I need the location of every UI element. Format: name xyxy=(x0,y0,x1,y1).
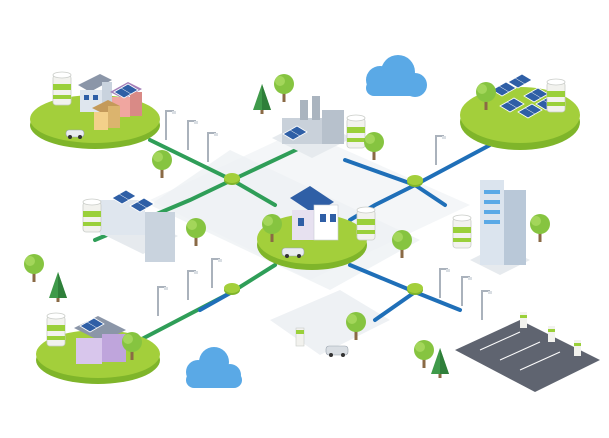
tree-icon xyxy=(49,272,67,302)
tree-icon xyxy=(431,348,449,378)
tree-icon xyxy=(414,340,434,368)
cloud-icon xyxy=(366,55,427,97)
battery-icon xyxy=(52,71,72,106)
battery-icon xyxy=(452,214,472,249)
street-lamp-icon xyxy=(435,135,446,165)
tree-icon xyxy=(152,150,172,178)
battery-icon xyxy=(356,206,376,241)
car-icon xyxy=(65,129,85,139)
shop-building-left xyxy=(82,189,206,262)
street-lamp-icon xyxy=(439,268,450,298)
factory-icon xyxy=(272,74,384,160)
grid-junctions xyxy=(224,173,423,295)
office-building-icon xyxy=(452,180,550,275)
tree-icon xyxy=(274,74,294,102)
street-lamp-icon xyxy=(187,270,198,300)
cloud-icon xyxy=(186,347,242,388)
solar-farm-island xyxy=(460,73,580,150)
tree-icon xyxy=(530,214,550,242)
car-icon xyxy=(281,247,305,258)
house-icon xyxy=(74,316,126,364)
ev-charger-icon xyxy=(520,312,581,356)
battery-icon xyxy=(82,198,102,233)
battery-icon xyxy=(546,78,566,113)
residential-houses-island xyxy=(30,71,160,149)
house-icon xyxy=(290,186,339,241)
street-lamp-icon xyxy=(187,120,198,150)
battery-icon xyxy=(346,114,366,149)
street-lamp-icon xyxy=(165,110,176,140)
battery-icon xyxy=(46,312,66,347)
tree-icon xyxy=(364,132,384,160)
street-lamp-icon xyxy=(481,290,492,320)
ev-parking-lot xyxy=(455,312,600,392)
tree-icon xyxy=(186,218,206,246)
tree-icon xyxy=(24,254,44,282)
street-lamp-icon xyxy=(207,132,218,162)
street-lamp-icon xyxy=(157,286,168,316)
car-icon xyxy=(325,345,349,357)
house-icon xyxy=(92,100,120,130)
central-smart-home-island xyxy=(257,186,376,270)
store-island xyxy=(36,312,160,384)
tree-icon xyxy=(253,84,271,114)
street-lamp-icon xyxy=(461,276,472,306)
street-lamp-icon xyxy=(211,258,222,288)
ev-charger-icon xyxy=(295,327,305,347)
